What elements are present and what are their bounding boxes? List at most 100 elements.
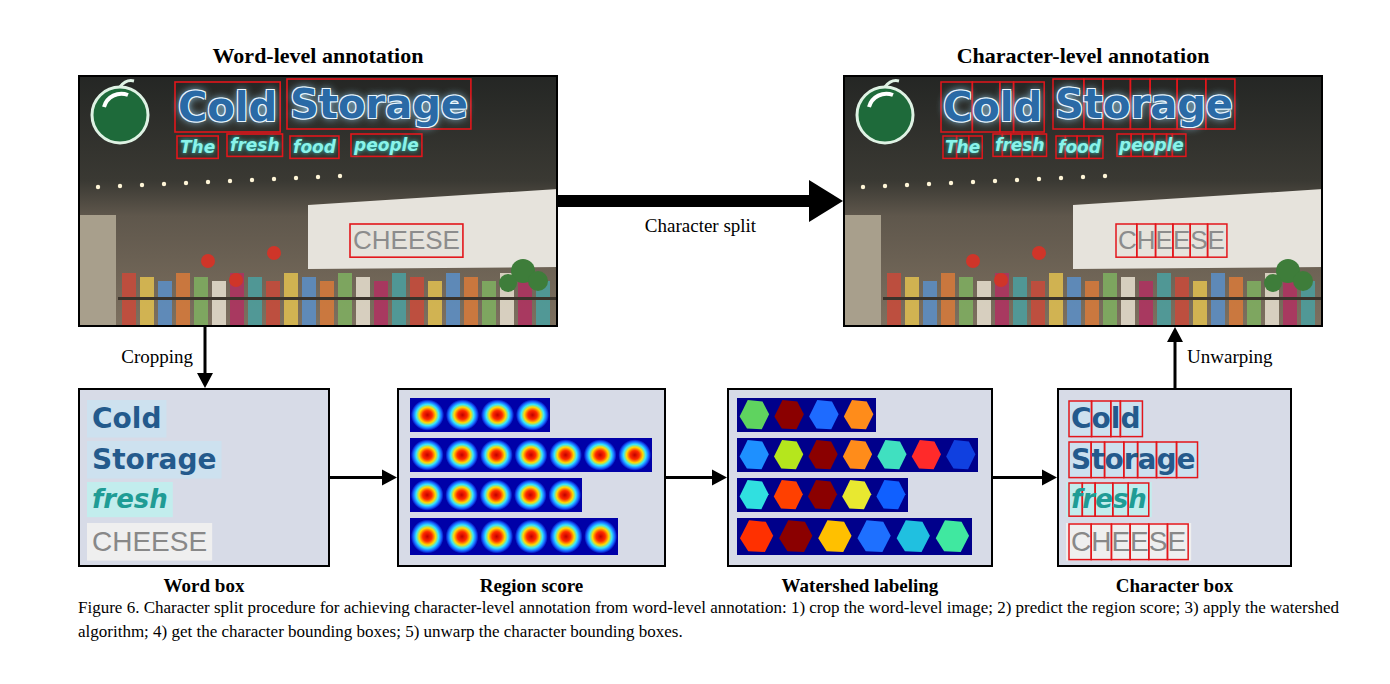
score-blob [515, 519, 548, 553]
ceiling-light [1037, 177, 1041, 181]
score-map [410, 398, 550, 432]
ceiling-light [861, 185, 865, 189]
sign-text: food [1058, 137, 1101, 157]
score-blob [584, 519, 617, 553]
word-box [177, 136, 218, 158]
sign-text-holder: The [180, 137, 215, 157]
watershed-region [808, 440, 837, 469]
ceiling-light [1059, 176, 1063, 180]
score-blob [515, 439, 548, 470]
panel-heading: Word-level annotation [213, 43, 424, 69]
lantern [994, 273, 1008, 287]
score-blob [411, 439, 444, 470]
plant [499, 274, 517, 292]
ceiling-light [206, 180, 210, 184]
watershed-region [842, 480, 871, 509]
sign-text: Storage [1055, 80, 1233, 128]
shelf-goods [1229, 277, 1243, 327]
shelf-goods [1013, 277, 1027, 327]
score-map [410, 478, 582, 512]
watershed-region [808, 480, 837, 509]
score-blob [514, 479, 547, 510]
word-crop [1066, 400, 1145, 438]
shelf-goods [923, 281, 937, 327]
ceiling-light [905, 183, 909, 187]
panel-heading: Character-level annotation [957, 43, 1210, 69]
panel-ground [1057, 388, 1292, 567]
word-box [287, 79, 471, 129]
shelf-goods [959, 277, 973, 327]
word-box [350, 224, 463, 257]
shelf-goods [1121, 277, 1135, 327]
word-crop [87, 441, 222, 479]
sign-text: fresh [92, 484, 168, 515]
step-panel: Watershed labeling [727, 388, 993, 598]
sign-text-holder: fresh [1071, 484, 1147, 515]
shelf-goods [194, 277, 208, 327]
arrow-line [666, 476, 714, 479]
word-box [227, 134, 283, 156]
sign-text-holder: people [354, 135, 419, 155]
score-blob [550, 519, 583, 553]
sign-text: people [354, 135, 419, 155]
score-blob [445, 439, 478, 470]
panel-frame [727, 388, 993, 567]
watershed-region [809, 400, 839, 429]
shelf-goods [320, 281, 334, 327]
score-blob [584, 439, 617, 470]
arrow-head [809, 180, 843, 222]
score-blob [516, 399, 549, 430]
arrow-label-holder: Cropping [121, 346, 193, 369]
word-box [175, 82, 280, 132]
word-box [351, 134, 422, 156]
arrow-head [1167, 327, 1183, 342]
arrow-label-holder: Character split [645, 215, 756, 238]
watershed-region [740, 520, 773, 552]
label-map [737, 478, 908, 512]
sign-text: food [293, 137, 336, 157]
score-blob [480, 439, 513, 470]
logo-circle [857, 87, 913, 143]
shelf-goods [977, 281, 991, 327]
word-crop [1066, 523, 1191, 561]
arrow-line [330, 476, 384, 479]
score-blob [618, 439, 651, 470]
storefront-sign [1073, 189, 1323, 269]
word-crop [1066, 441, 1201, 479]
sign-text-holder: Storage [1055, 80, 1233, 128]
word-crop [87, 482, 173, 517]
sign-text-holder: fresh [92, 484, 168, 515]
ceiling-light [1081, 175, 1085, 179]
panel-heading: Word box [164, 575, 245, 598]
panel-illustration [1057, 388, 1292, 567]
shelf-goods [1193, 281, 1207, 327]
flow-arrow [993, 470, 1057, 486]
score-blob [481, 399, 514, 430]
ceiling-light [883, 184, 887, 188]
shelf-goods [1031, 281, 1045, 327]
sign-text: fresh [230, 135, 280, 155]
shelf-goods [410, 277, 424, 327]
flow-arrow [666, 470, 727, 486]
watershed-region [912, 440, 941, 469]
arrow-head [197, 373, 213, 388]
watershed-region [844, 400, 874, 429]
sign-text-holder: CHEESE [92, 525, 207, 559]
logo-stem [120, 81, 134, 87]
ceiling-light [272, 177, 276, 181]
lantern [1032, 246, 1046, 260]
ceiling-light [162, 182, 166, 186]
sign-text-holder: Storage [92, 443, 217, 477]
score-blob [548, 479, 581, 510]
score-blob [411, 399, 444, 430]
panel-illustrations [78, 75, 1323, 567]
sign-text: Cold [92, 402, 161, 436]
score-blob [549, 439, 582, 470]
shelf-bar [883, 297, 1323, 300]
ceiling-light [1103, 174, 1107, 178]
storefront-sign [308, 189, 558, 269]
arrow-label: Unwarping [1187, 346, 1272, 369]
score-blob [480, 519, 513, 553]
flow-arrow [1167, 327, 1183, 388]
sign-text-holder: fresh [995, 135, 1045, 155]
